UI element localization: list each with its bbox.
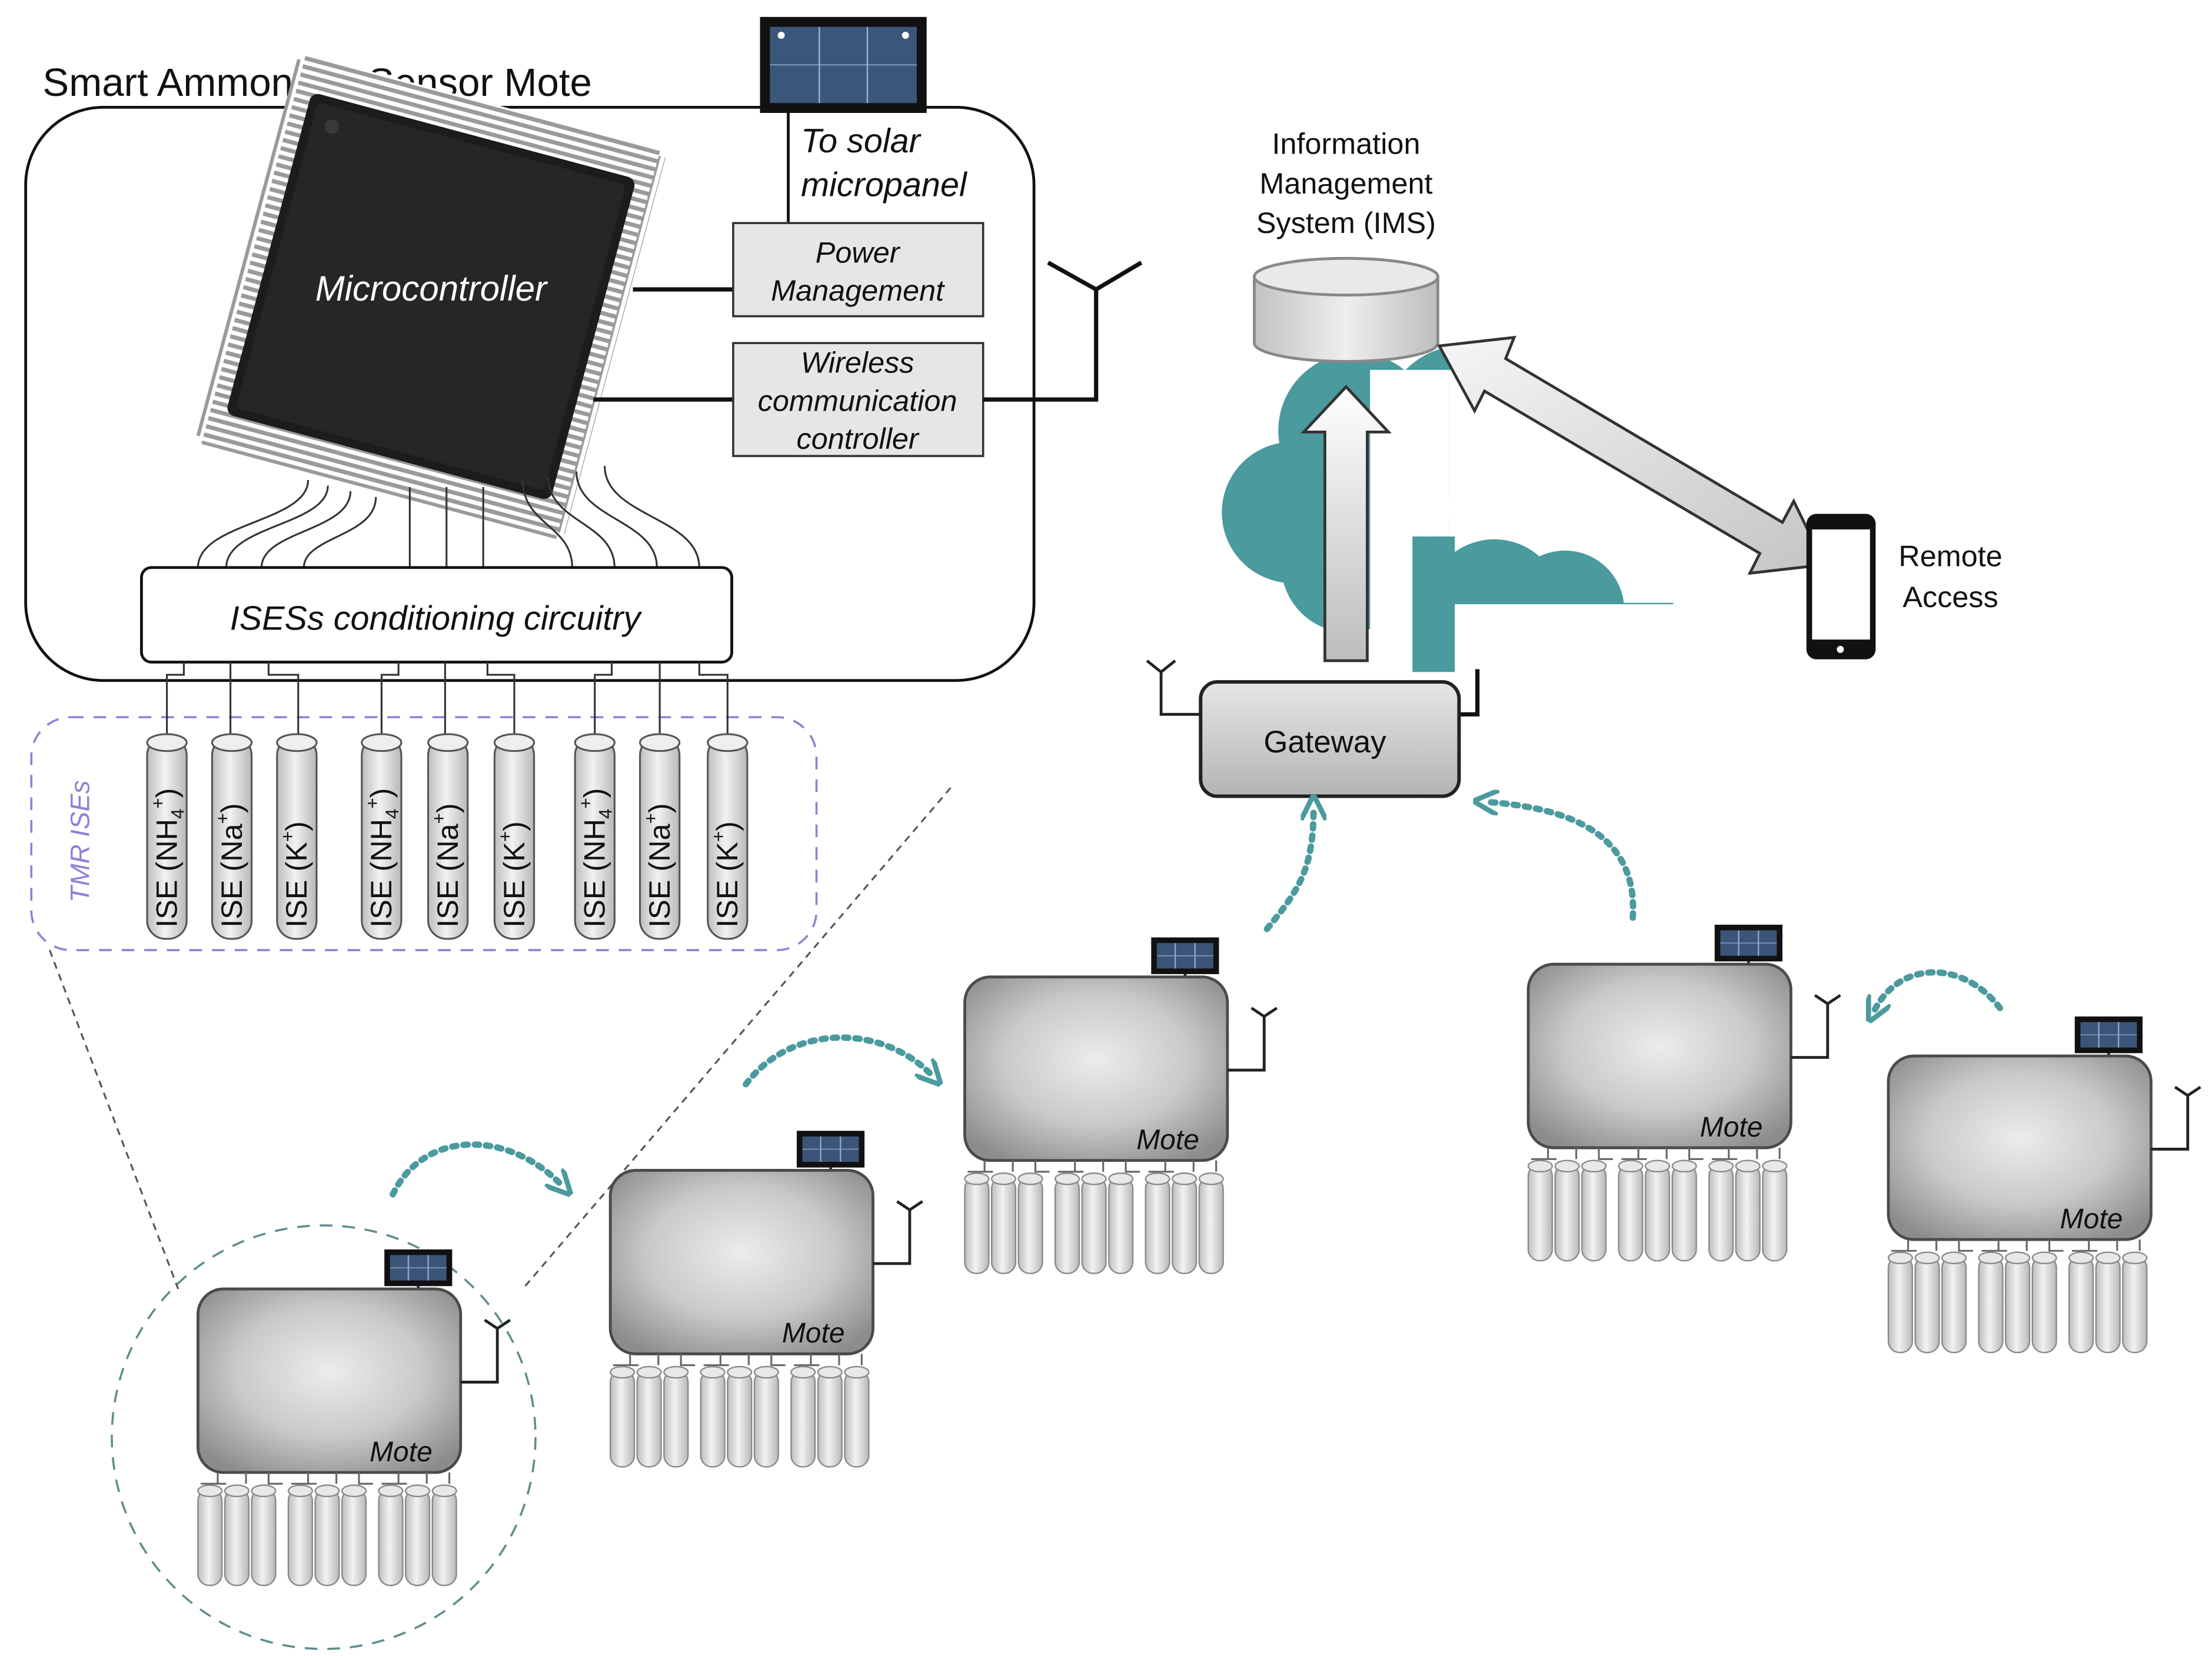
cloud-label: In — [1395, 494, 1435, 547]
remote-access-line1: Remote — [1898, 539, 2002, 572]
microcontroller-chip — [196, 54, 666, 539]
ims-label-line2: Management — [1259, 166, 1432, 200]
link-arrow — [390, 1141, 563, 1195]
gateway-label: Gateway — [1263, 725, 1386, 759]
mote-label: Mote — [1700, 1112, 1763, 1143]
ise-wires — [166, 662, 729, 736]
ise-cylinders: ISE (NH4+) ISE (Na+) ISE (K+) ISE (NH4+) ISE… — [146, 733, 749, 940]
mote-label: Mote — [370, 1437, 433, 1468]
wireless-controller-box — [732, 342, 984, 457]
ise-sensor-label: ISE (K+) — [278, 821, 314, 928]
sensor-mote — [1528, 925, 1840, 1261]
wireless-controller-line1: Wireless — [801, 346, 914, 379]
ise-sensor-cylinder: ISE (Na+) — [638, 733, 681, 940]
tmr-ises-label: TMR ISEs — [65, 780, 95, 902]
mesh-communication-arrows — [390, 802, 2003, 1195]
ise-sensor-cylinder: ISE (K+) — [707, 733, 749, 940]
ise-sensor-cylinder: ISE (Na+) — [427, 733, 469, 940]
wireless-controller-line2: communication — [758, 384, 957, 417]
upload-arrow — [1300, 385, 1392, 662]
sensor-mote — [198, 1250, 510, 1585]
antenna-icon — [983, 261, 1143, 402]
sensor-mote — [965, 937, 1277, 1273]
solar-label-line2: micropanel — [801, 166, 968, 204]
power-management-line1: Power — [816, 235, 901, 269]
tmr-ises-group — [30, 716, 818, 951]
remote-access-line2: Access — [1902, 580, 1998, 614]
sensor-mote — [1888, 1017, 2200, 1352]
sensor-mote — [610, 1131, 922, 1467]
ise-sensor-label: ISE (NH4+) — [576, 788, 616, 928]
ims-label-line1: Information — [1272, 127, 1420, 161]
link-arrow — [743, 1034, 933, 1084]
ise-sensor-cylinder: ISE (NH4+) — [361, 733, 403, 940]
ise-sensor-cylinder: ISE (K+) — [493, 733, 535, 940]
solar-label-line1: To solar — [801, 122, 922, 160]
mote-label: Mote — [1136, 1124, 1199, 1155]
power-management-box — [732, 222, 984, 318]
ise-sensor-label: ISE (Na+) — [212, 803, 248, 927]
ise-sensor-label: ISE (Na+) — [640, 803, 676, 927]
solar-micropanel-icon — [760, 16, 927, 113]
gateway-box — [1199, 680, 1461, 798]
zoom-circle — [111, 1224, 537, 1650]
mote-label: Mote — [782, 1318, 845, 1349]
chip-wires — [197, 465, 700, 568]
power-management-line2: Management — [771, 274, 945, 307]
wireless-controller-line3: controller — [797, 422, 920, 455]
conditioning-circuitry-label: ISESs conditioning circuitry — [230, 599, 643, 637]
ise-sensor-label: ISE (NH4+) — [362, 788, 403, 928]
ise-sensor-cylinder: ISE (K+) — [276, 733, 318, 940]
mote-label: Mote — [2060, 1204, 2123, 1235]
ise-sensor-cylinder: ISE (NH4+) — [574, 733, 616, 940]
link-arrow — [1263, 808, 1313, 932]
ise-sensor-label: ISE (K+) — [708, 821, 744, 928]
ims-label-line3: System (IMS) — [1256, 206, 1436, 239]
gateway-antenna-icon — [1146, 659, 1202, 716]
conditioning-circuitry-box — [140, 566, 733, 664]
ise-sensor-label: ISE (K+) — [495, 821, 531, 928]
link-arrow — [1486, 802, 1636, 921]
smartphone-icon — [1806, 514, 1876, 659]
microcontroller-label: Microcontroller — [315, 269, 548, 308]
ise-sensor-cylinder: ISE (NH4+) — [146, 733, 188, 940]
ims-database-icon — [1253, 256, 1439, 363]
ise-sensor-label: ISE (Na+) — [428, 803, 464, 927]
ise-sensor-cylinder: ISE (Na+) — [211, 733, 253, 940]
link-arrow — [1874, 969, 2003, 1011]
ise-sensor-label: ISE (NH4+) — [148, 788, 188, 928]
